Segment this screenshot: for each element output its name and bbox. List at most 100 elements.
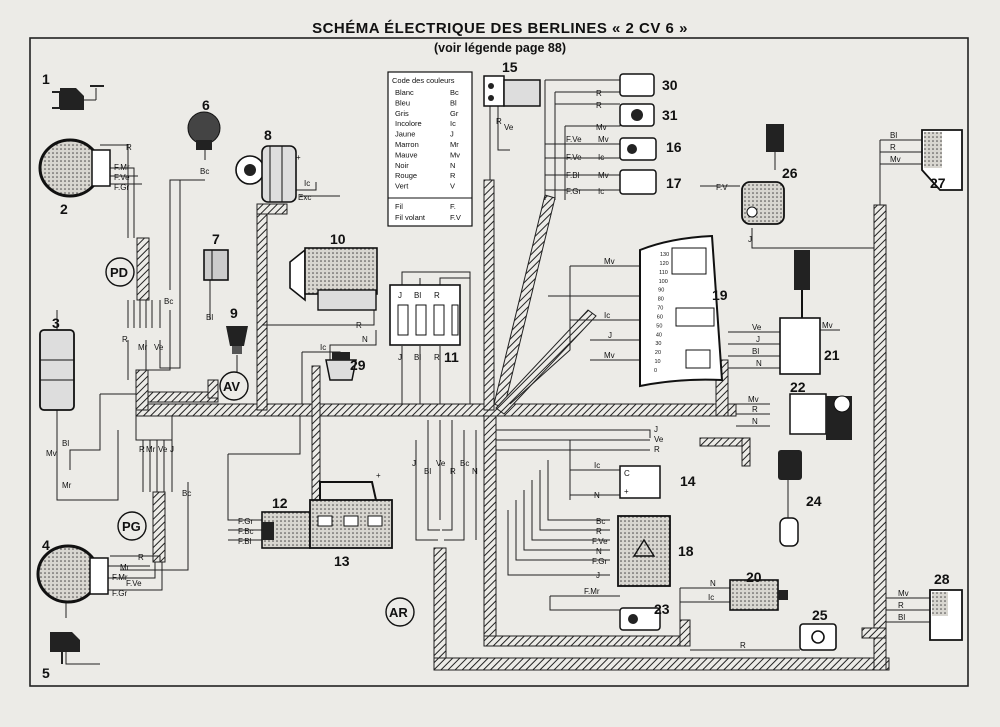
wire-label-ar-r: R [450,467,456,476]
number-12: 12 [272,495,288,511]
wire-label-c12-fbc: F.Bc [238,527,254,536]
wire-label-c24-r: R [654,445,660,454]
component-9-oil-pressure-switch [226,326,248,354]
wire-label-ar-bl: Bl [424,467,431,476]
wire-label-c18-fgr: F.Gr [592,557,607,566]
number-28: 28 [934,571,950,587]
component-3-relay-unit [39,329,75,411]
legend-color-name: Noir [395,161,409,170]
number-18: 18 [678,543,694,559]
number-30: 30 [662,77,678,93]
legend-color-code: J [450,130,454,139]
number-20: 20 [746,569,762,585]
wire-label-c12-fgr: F.Gr [238,517,253,526]
wire-label-c16-ic: Ic [598,153,604,162]
wire-label-c15-r: R [496,117,502,126]
speedometer-tick-label: 60 [657,314,663,320]
wire-label-c28-bl: Bl [898,613,905,622]
number-9: 9 [230,305,238,321]
speedometer-tick-label: 130 [660,252,669,258]
speedometer-tick-label: 50 [656,323,662,329]
wire-label-c19-mv: Mv [604,257,615,266]
wire-label-pd-bc: Bc [164,297,173,306]
page-title: SCHÉMA ÉLECTRIQUE DES BERLINES « 2 CV 6 … [0,20,1000,37]
wire-label-c14-c: C [624,469,630,478]
wire-label-c23-fmr: F.Mr [584,587,600,596]
legend-wire-name: Fil [395,202,403,211]
legend-color-name: Gris [395,109,409,118]
component-24-stalk-switch [778,450,802,547]
wire-label-c18-fve: F.Ve [592,537,608,546]
wire-label-c17-fbl: F.Bl [566,171,580,180]
legend-color-name: Blanc [395,88,414,97]
legend-wire-name: Fil volant [395,213,426,222]
wire-label-pg-bc: Bc [182,489,191,498]
legend-color-name: Bleu [395,98,410,107]
component-numbers: 1 2 3 4 5 6 7 8 9 10 11 12 13 14 15 16 1… [42,59,950,681]
wire-label-c31-r: R [596,101,602,110]
wire-label-c19-mv2: Mv [604,351,615,360]
frame-border [29,37,969,687]
wire-label-c31-mv: Mv [596,123,607,132]
legend-wire-code: F.V [450,213,461,222]
component-6-flasher [187,111,221,150]
wire-label-c8-plus: + [296,153,301,162]
number-14: 14 [680,473,696,489]
number-5: 5 [42,665,50,681]
wire-label-c28-r: R [898,601,904,610]
wire-label-c4-r: R [138,553,144,562]
wire-label-c21-mv: Mv [822,321,833,330]
speedometer-tick-label: 20 [655,350,661,356]
wire-label-c25-r: R [740,641,746,650]
wire-label-c11-r-top: R [434,291,440,300]
wire-label-ar-ve: Ve [436,459,446,468]
wire-label-c14-ic: Ic [594,461,600,470]
wire-label-c8-exc: Exc [298,193,311,202]
legend-color-code: Ic [450,119,456,128]
wire-label-c21-n: N [756,359,762,368]
number-17: 17 [666,175,682,191]
wire-label-pg-r: R [139,445,145,454]
number-13: 13 [334,553,350,569]
wire-label-c17-mv: Mv [598,171,609,180]
component-5-horn [50,632,80,664]
wire-label-c13-plus: + [376,471,381,480]
component-27-rear-lamp [921,129,963,191]
wire-label-c24-ve: Ve [654,435,664,444]
component-28-rear-lamp [929,589,963,641]
number-27: 27 [930,175,946,191]
component-30-warning-lamp [619,73,655,97]
legend-heading: Code des couleurs [392,76,455,85]
speedometer-tick-label: 90 [658,288,664,294]
wire-label-c12-fbl: F.Bl [238,537,252,546]
number-11: 11 [444,349,459,365]
wire-label-pd-ve: Ve [154,343,164,352]
wire-label-c24-j: J [654,425,658,434]
wire-label-c28-mv: Mv [898,589,909,598]
component-2-headlamp-right [38,138,111,198]
number-3: 3 [52,315,60,331]
legend-color-code: Mr [450,140,459,149]
wire-label-c4-fmr: F.Mr [112,573,128,582]
wire-label-c16-fve: F.Ve [566,135,582,144]
number-29: 29 [350,357,366,373]
legend-color-name: Incolore [395,119,422,128]
number-6: 6 [202,97,210,113]
wire-label-c2-r: R [126,143,132,152]
wire-label-c21-j: J [756,335,760,344]
wire-label-c7-bl: Bl [206,313,213,322]
component-15-wiper-motor [483,75,541,107]
component-20-motor [729,579,788,611]
wire-label-c18-bc: Bc [596,517,605,526]
wire-label-pg-j: J [170,445,174,454]
wire-label-pg-mr: Mr [146,445,156,454]
wire-label-c30-r: R [596,89,602,98]
wire-label-c18-j: J [596,571,600,580]
wire-label-c11-j-bot: J [398,353,402,362]
number-25: 25 [812,607,828,623]
wires [56,79,930,665]
wire-label-c15-ve: Ve [504,123,514,132]
junction-pg: PG [122,519,141,534]
wire-label-c2-fgr: F.Gr [114,183,129,192]
